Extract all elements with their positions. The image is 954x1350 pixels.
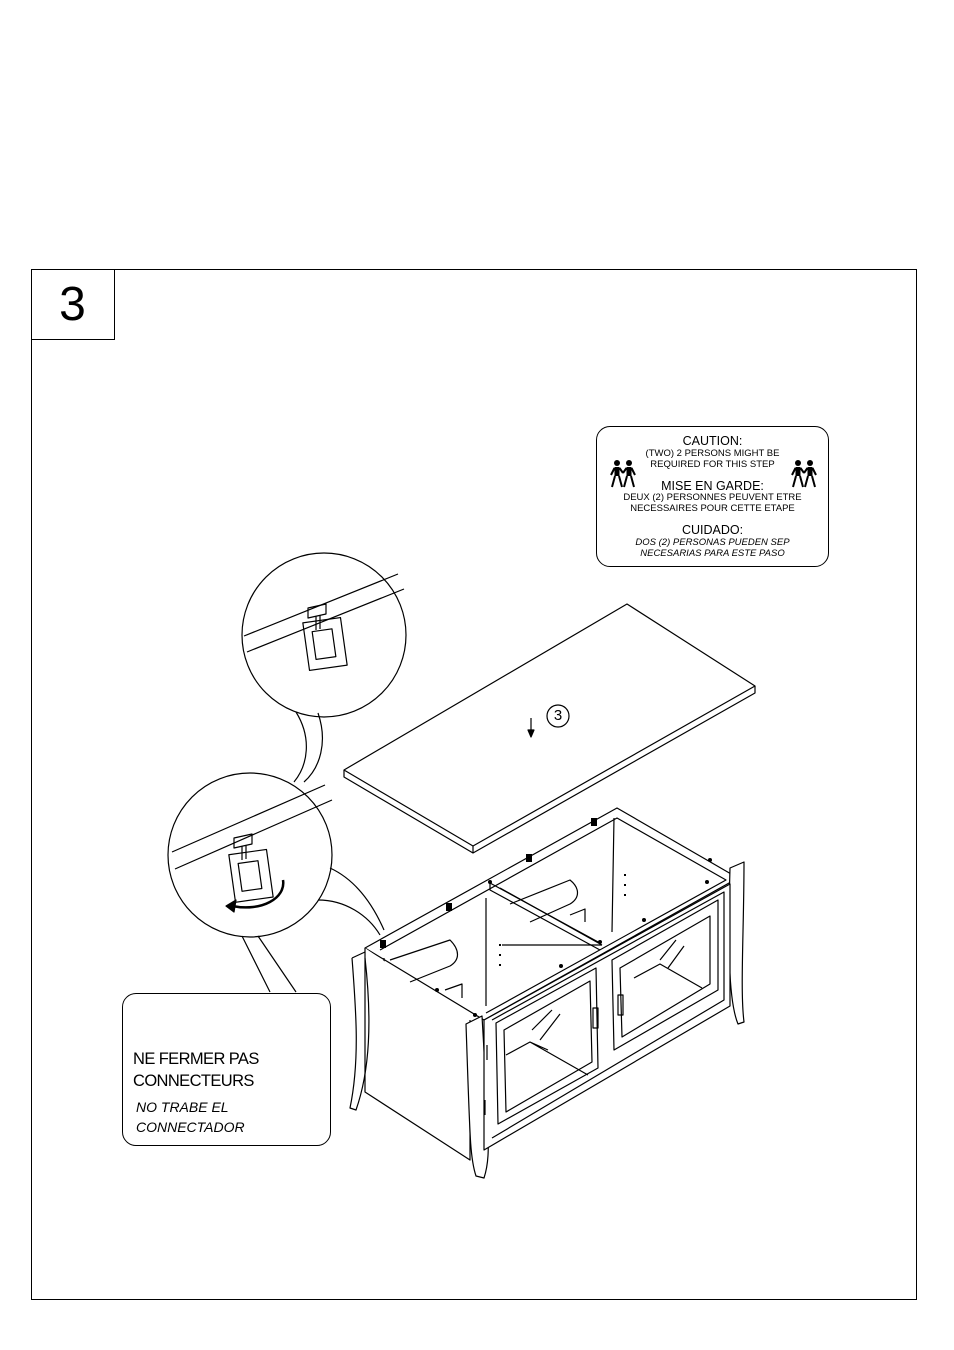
note-fr-line-2: CONNECTEURS: [133, 1070, 259, 1092]
tv-cabinet: [350, 808, 744, 1178]
note-text-es: NO TRABE EL CONNECTADOR: [136, 1097, 245, 1137]
zoom-detail-top: [242, 553, 406, 717]
note-text-fr: NE FERMER PAS CONNECTEURS: [133, 1048, 259, 1092]
note-es-line-1: NO TRABE EL: [136, 1097, 245, 1117]
connector-note-box: NE FERMER PAS CONNECTEURS NO TRABE EL CO…: [122, 993, 331, 1146]
note-pointer: [242, 936, 296, 992]
note-fr-line-1: NE FERMER PAS: [133, 1048, 259, 1070]
zoom-detail-bottom: [168, 773, 332, 937]
note-es-line-2: CONNECTADOR: [136, 1117, 245, 1137]
callout-connector: [294, 712, 306, 782]
part-number-label: 3: [546, 702, 570, 730]
